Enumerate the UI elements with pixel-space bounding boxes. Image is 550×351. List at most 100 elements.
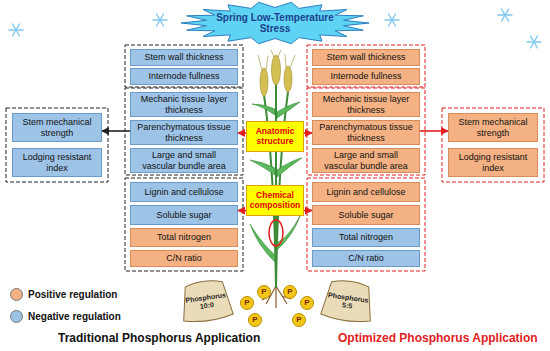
- effect-arrow: [238, 210, 246, 212]
- group-frame: [442, 108, 544, 182]
- stress-starburst: Spring Low-Temperature Stress: [180, 1, 370, 45]
- snowflake: [389, 14, 396, 26]
- positive-effect-box: Total nitrogen: [130, 228, 238, 247]
- node-text: Parenchymatous tissue thickness: [316, 122, 416, 142]
- application-label: Optimized Phosphorus Application: [338, 331, 538, 345]
- effect-arrow: [102, 130, 130, 132]
- legend-text: Negative regulation: [28, 311, 121, 322]
- wheat-plant: [271, 50, 274, 57]
- wheat-plant: [250, 102, 302, 262]
- node-text: Chemical composition: [250, 191, 301, 210]
- legend-swatch: [10, 310, 23, 323]
- node-text: Large and small vascular bundle area: [134, 150, 234, 170]
- node-text: C/N ratio: [348, 253, 384, 263]
- node-text: Stem wall thickness: [144, 52, 223, 62]
- wheat-plant: [252, 104, 275, 115]
- negative-effect-box: Mechanic tissue layer thickness: [130, 92, 238, 117]
- group-frame: [307, 178, 425, 271]
- snowflake: [531, 36, 538, 48]
- node-text: Mechanic tissue layer thickness: [316, 94, 416, 114]
- node-text: Lodging resistant index: [452, 152, 534, 172]
- legend-row: Negative regulation: [10, 310, 121, 323]
- category-box: Anatomic structure: [246, 121, 304, 152]
- wheat-plant: [266, 56, 268, 70]
- node-text: P: [252, 316, 257, 325]
- negative-effect-box: Internode fullness: [130, 68, 238, 85]
- wheat-plant: [278, 50, 281, 57]
- starburst-shape: [181, 2, 369, 43]
- positive-effect-box: Mechanic tissue layer thickness: [312, 92, 420, 117]
- phosphorus-granule: P: [283, 285, 297, 299]
- group-frame: [307, 45, 544, 271]
- wheat-plant: [290, 55, 295, 68]
- snowflake: [498, 9, 512, 21]
- group-frame: [307, 88, 425, 175]
- snowflake: [9, 24, 23, 36]
- effect-arrow: [304, 132, 312, 134]
- wheat-plant: [250, 50, 302, 308]
- negative-effect-box: Soluble sugar: [130, 205, 238, 225]
- fertilizer-bag: Phosphorus 10:0: [177, 275, 235, 326]
- phosphorus-granule: P: [240, 296, 254, 310]
- snowflake: [389, 14, 396, 26]
- positive-effect-box: Parenchymatous tissue thickness: [312, 120, 420, 145]
- wheat-plant: [277, 214, 301, 250]
- positive-effect-box: Large and small vascular bundle area: [312, 148, 420, 173]
- node-text: Anatomic structure: [250, 127, 300, 146]
- negative-effect-box: Stem mechanical strength: [12, 113, 102, 142]
- negative-effect-box: Parenchymatous tissue thickness: [130, 120, 238, 145]
- node-text: Mechanic tissue layer thickness: [134, 94, 234, 114]
- snowflake: [502, 9, 509, 21]
- snowflake: [153, 14, 167, 26]
- snowflake: [13, 24, 20, 36]
- snowflake: [9, 9, 541, 48]
- negative-effect-box: Stem wall thickness: [130, 49, 238, 66]
- node-text: Stem mechanical strength: [16, 117, 98, 137]
- positive-effect-box: Lodging resistant index: [448, 148, 538, 177]
- positive-effect-box: Internode fullness: [312, 68, 420, 85]
- positive-effect-box: Stem mechanical strength: [448, 113, 538, 142]
- negative-effect-box: Total nitrogen: [312, 228, 420, 247]
- positive-effect-box: Lignin and cellulose: [312, 182, 420, 202]
- wheat-plant: [275, 286, 276, 308]
- node-text: P: [261, 288, 266, 297]
- node-text: P: [244, 299, 249, 308]
- node-text: Stem mechanical strength: [452, 117, 534, 137]
- negative-effect-box: Large and small vascular bundle area: [130, 148, 238, 173]
- node-text: Spring Low-Temperature Stress: [210, 12, 340, 34]
- group-frame: [125, 178, 243, 271]
- legend-row: Positive regulation: [10, 288, 117, 301]
- node-text: Internode fullness: [330, 71, 401, 81]
- effect-arrow: [420, 130, 448, 132]
- wheat-plant: [258, 50, 295, 70]
- snowflake: [385, 14, 399, 26]
- node-text: Lignin and cellulose: [144, 187, 223, 197]
- group-frame: [6, 108, 108, 182]
- bag-shape: [320, 278, 375, 324]
- phosphorus-granule: P: [292, 313, 306, 327]
- node-text: Soluble sugar: [156, 210, 211, 220]
- node-text: Internode fullness: [148, 71, 219, 81]
- node-text: P: [304, 299, 309, 308]
- wheat-plant: [277, 102, 300, 118]
- wheat-plant: [284, 66, 292, 92]
- snowflake: [527, 36, 541, 48]
- wheat-plant: [277, 158, 302, 177]
- group-frame: [125, 45, 243, 87]
- node-text: Lodging resistant index: [16, 152, 98, 172]
- negative-effect-box: C/N ratio: [312, 250, 420, 267]
- fertilizer-bag: Phosphorus 5:5: [319, 275, 377, 326]
- phosphorus-granule: P: [257, 285, 271, 299]
- node-text: Large and small vascular bundle area: [316, 150, 416, 170]
- group-frame: [307, 45, 425, 87]
- positive-effect-box: C/N ratio: [130, 250, 238, 267]
- node-text: Total nitrogen: [339, 232, 393, 242]
- node-text: P: [296, 316, 301, 325]
- node-text: Stem wall thickness: [326, 52, 405, 62]
- snowflake: [157, 14, 164, 26]
- snowflake: [531, 36, 538, 48]
- wheat-plant: [272, 55, 281, 85]
- legend-swatch: [10, 288, 23, 301]
- node-text: P: [287, 288, 292, 297]
- wheat-plant: [285, 54, 286, 68]
